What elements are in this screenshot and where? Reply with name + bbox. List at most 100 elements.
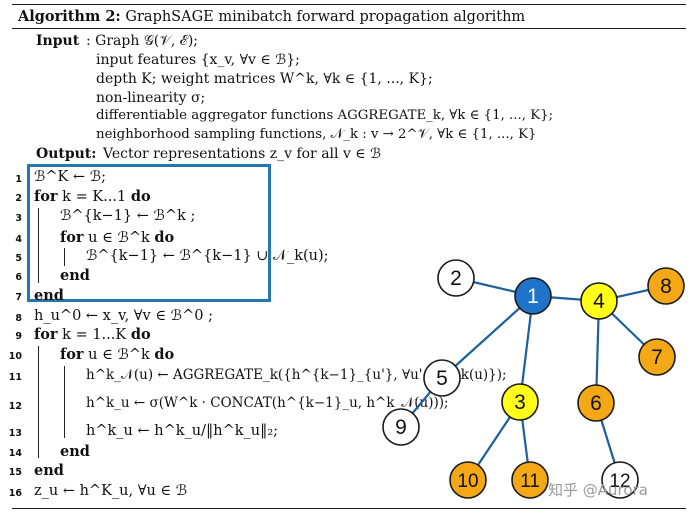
line-number: 11 bbox=[8, 372, 22, 383]
output-line: Vector representations z_v for all v ∈ ℬ bbox=[103, 146, 382, 162]
graph-node-1 bbox=[514, 277, 552, 315]
code-text: z_u ← h^K_u, ∀u ∈ ℬ bbox=[34, 483, 188, 499]
graph-node-label-7: 7 bbox=[651, 346, 663, 369]
keyword-for: for bbox=[34, 188, 58, 205]
code-line-12: h^k_u ← σ(W^k · CONCAT(h^{k−1}_u, h^k_𝒩(… bbox=[86, 395, 449, 411]
output-label: Output: bbox=[36, 146, 97, 162]
input-line-5: differentiable aggregator functions AGGR… bbox=[96, 108, 554, 123]
code-line-16: z_u ← h^K_u, ∀u ∈ ℬ bbox=[34, 483, 187, 499]
code-text: h^k_u ← σ(W^k · CONCAT(h^{k−1}_u, h^k_𝒩(… bbox=[86, 395, 449, 411]
keyword-do: do bbox=[130, 188, 151, 205]
indent-bar-for-9 bbox=[38, 346, 39, 458]
graph-node-label-6: 6 bbox=[590, 392, 602, 415]
code-line-2: for k = K...1 do bbox=[34, 188, 151, 205]
graph-node-5 bbox=[423, 359, 461, 397]
keyword-for: for bbox=[60, 229, 84, 246]
algorithm-title-prefix: Algorithm 2: bbox=[18, 8, 121, 25]
line-number: 15 bbox=[8, 467, 22, 478]
line-number: 14 bbox=[8, 448, 22, 459]
code-line-8: h_u^0 ← x_v, ∀v ∈ ℬ^0 ; bbox=[34, 308, 213, 324]
graph-node-label-4: 4 bbox=[593, 290, 605, 313]
keyword-end: end bbox=[60, 267, 90, 284]
line-number: 7 bbox=[15, 292, 22, 303]
code-line-11: h^k_𝒩(u) ← AGGREGATE_k({h^{k−1}_{u'}, ∀u… bbox=[86, 367, 507, 383]
algorithm-title-text: GraphSAGE minibatch forward propagation … bbox=[125, 9, 526, 25]
keyword-end: end bbox=[34, 462, 64, 479]
line-number: 2 bbox=[15, 193, 22, 204]
code-line-3: ℬ^{k−1} ← ℬ^k ; bbox=[60, 208, 195, 224]
keyword-end: end bbox=[60, 443, 90, 460]
graph-node-label-8: 8 bbox=[660, 275, 672, 298]
graph-node-10 bbox=[449, 461, 487, 499]
bottom-rule bbox=[12, 508, 686, 509]
code-line-10: for u ∈ ℬ^k do bbox=[60, 346, 174, 363]
code-text: u ∈ ℬ^k bbox=[88, 230, 150, 246]
graph-node-12 bbox=[601, 461, 639, 499]
keyword-for: for bbox=[60, 346, 84, 363]
input-line-2: input features {x_v, ∀v ∈ ℬ}; bbox=[96, 52, 300, 68]
graph-node-label-5: 5 bbox=[436, 367, 448, 390]
watermark: 知乎 @Aurora bbox=[548, 481, 648, 499]
input-label: Input bbox=[36, 33, 80, 49]
code-line-15: end bbox=[34, 462, 64, 479]
input-line-4: non-linearity σ; bbox=[96, 90, 206, 106]
graph-node-6 bbox=[577, 384, 615, 422]
code-line-5: ℬ^{k−1} ← ℬ^{k−1} ∪ 𝒩_k(u); bbox=[86, 248, 329, 264]
line-number: 16 bbox=[8, 488, 22, 499]
keyword-for: for bbox=[34, 326, 58, 343]
top-rule bbox=[12, 4, 686, 5]
graph-node-label-1: 1 bbox=[527, 285, 539, 308]
indent-bar-for-10 bbox=[64, 366, 65, 438]
line-number: 10 bbox=[8, 351, 22, 362]
line-number: 1 bbox=[15, 174, 22, 185]
graph-node-8 bbox=[647, 267, 685, 305]
indent-bar-for-4 bbox=[64, 248, 65, 266]
graph-node-2 bbox=[437, 259, 475, 297]
code-text: u ∈ ℬ^k bbox=[88, 347, 150, 363]
graph-node-label-11: 11 bbox=[520, 471, 540, 492]
algorithm-title: Algorithm 2: GraphSAGE minibatch forward… bbox=[18, 8, 525, 25]
keyword-do: do bbox=[130, 326, 151, 343]
code-line-13: h^k_u ← h^k_u/‖h^k_u‖₂; bbox=[86, 423, 278, 439]
graph-node-9 bbox=[382, 408, 420, 446]
input-line-6: neighborhood sampling functions, 𝒩_k : v… bbox=[96, 127, 537, 142]
indent-bar-for-2 bbox=[38, 208, 39, 283]
code-line-14: end bbox=[60, 443, 90, 460]
code-text: ℬ^{k−1} ← ℬ^{k−1} ∪ 𝒩_k(u); bbox=[86, 248, 329, 264]
graph-node-label-2: 2 bbox=[450, 267, 462, 290]
code-line-6: end bbox=[60, 267, 90, 284]
input-line-3: depth K; weight matrices W^k, ∀k ∈ {1, .… bbox=[96, 71, 433, 87]
code-text: k = 1...K bbox=[62, 327, 127, 343]
graph-node-11 bbox=[511, 461, 549, 499]
title-rule bbox=[12, 28, 686, 29]
keyword-do: do bbox=[154, 229, 175, 246]
input-line-1: : Graph 𝒢(𝒱, ℰ); bbox=[86, 33, 199, 49]
line-number: 5 bbox=[15, 253, 22, 264]
code-line-4: for u ∈ ℬ^k do bbox=[60, 229, 174, 246]
line-number: 8 bbox=[15, 313, 22, 324]
graph-node-label-12: 12 bbox=[609, 471, 630, 492]
highlight-box bbox=[27, 164, 271, 302]
code-text: h^k_u ← h^k_u/‖h^k_u‖₂; bbox=[86, 423, 279, 439]
graph-node-3 bbox=[501, 383, 539, 421]
code-line-7: end bbox=[34, 287, 64, 304]
code-text: h_u^0 ← x_v, ∀v ∈ ℬ^0 ; bbox=[34, 308, 213, 324]
code-line-9: for k = 1...K do bbox=[34, 326, 151, 343]
graph-node-4 bbox=[580, 282, 618, 320]
graph-node-label-10: 10 bbox=[457, 471, 478, 492]
keyword-end: end bbox=[34, 287, 64, 304]
graph-edge-1-5 bbox=[441, 295, 534, 379]
code-text: ℬ^K ← ℬ; bbox=[34, 169, 107, 185]
graph-node-label-3: 3 bbox=[514, 391, 526, 414]
line-number: 9 bbox=[15, 331, 22, 342]
line-number: 3 bbox=[15, 213, 22, 224]
line-number: 12 bbox=[8, 401, 22, 412]
code-text: ℬ^{k−1} ← ℬ^k ; bbox=[60, 208, 196, 224]
keyword-do: do bbox=[154, 346, 175, 363]
code-text: k = K...1 bbox=[62, 189, 127, 205]
code-line-1: ℬ^K ← ℬ; bbox=[34, 169, 106, 185]
line-number: 6 bbox=[15, 272, 22, 283]
line-number: 4 bbox=[15, 234, 22, 245]
graph-node-label-9: 9 bbox=[395, 416, 407, 439]
